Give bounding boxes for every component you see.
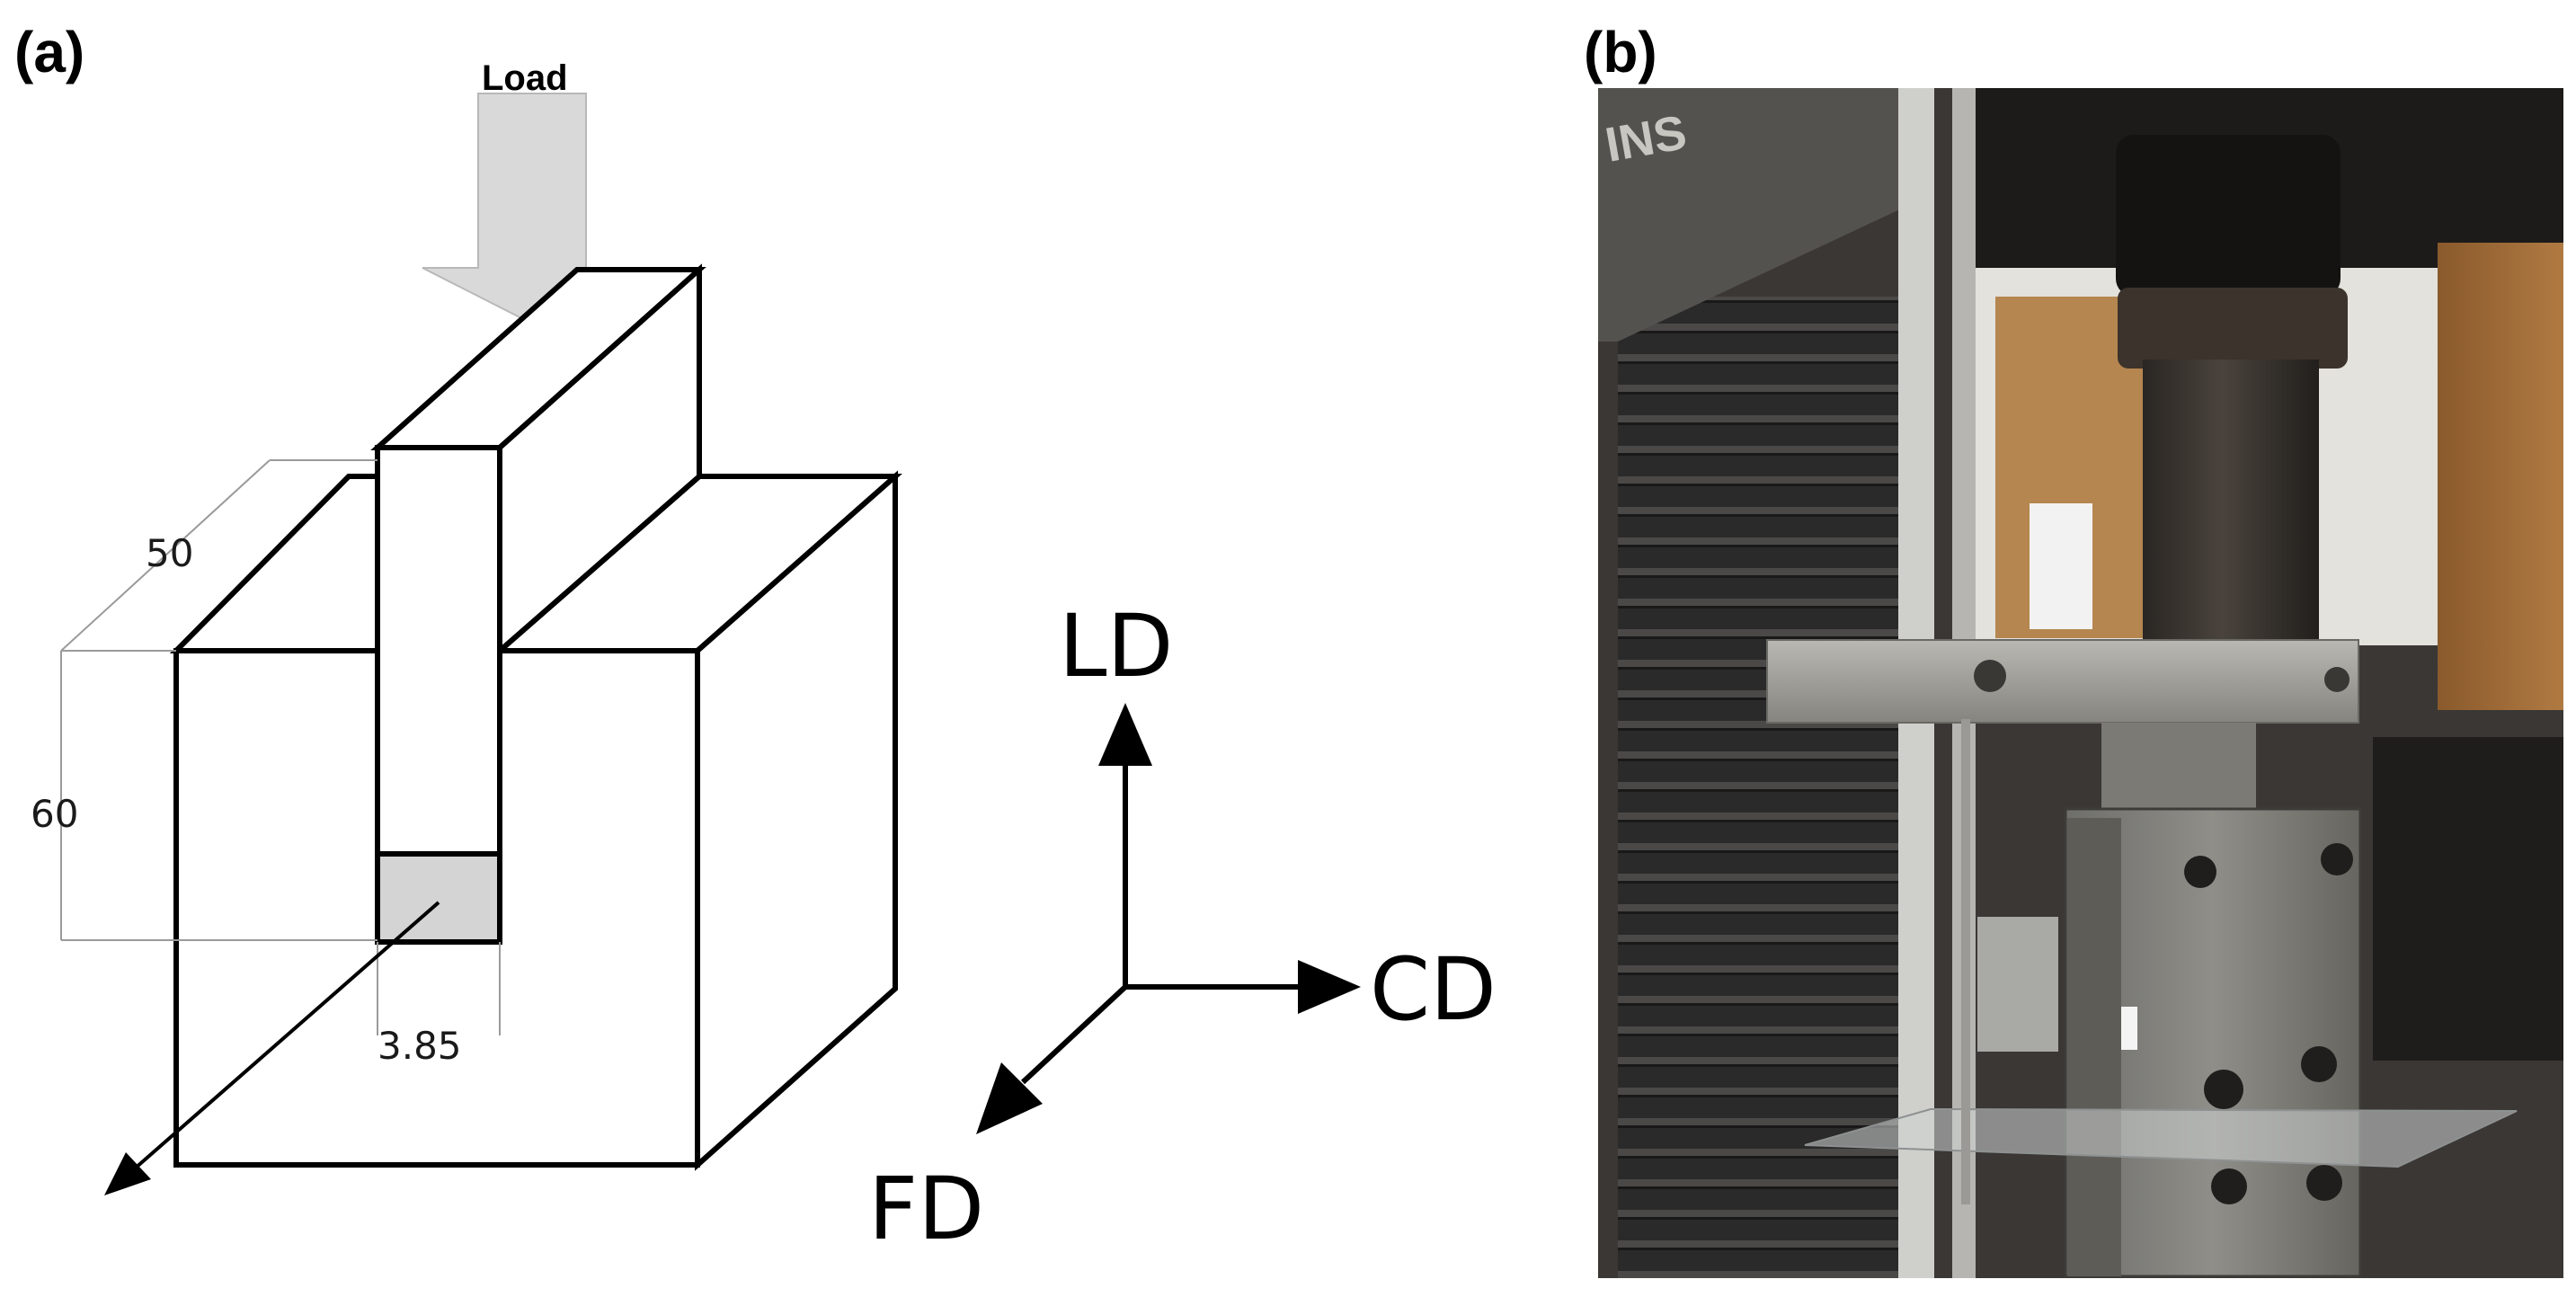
- fixture-top-left: [169, 474, 380, 653]
- coordinate-axes: LD CD FD: [868, 596, 1497, 1259]
- panel-b-label: (b): [1584, 20, 1657, 84]
- upper-platen: [1766, 639, 2359, 724]
- load-column: [2143, 360, 2319, 647]
- fixture-bolt-3: [2204, 1070, 2243, 1109]
- background-paper: [2030, 503, 2092, 629]
- wooden-cabinet: [2438, 243, 2563, 710]
- dimension-lines: 50 60 3.85: [31, 459, 501, 1068]
- platen-bolt-right: [2324, 667, 2349, 692]
- specimen-direction-line: [133, 901, 440, 1170]
- load-cell-housing: [2116, 135, 2341, 297]
- support-glass-plate: [1804, 1107, 2518, 1168]
- axis-fd-head: [976, 1062, 1043, 1134]
- dim-width-label: 3.85: [378, 1024, 462, 1068]
- fixture-bolt-4: [2301, 1046, 2337, 1082]
- load-cell-collar: [2118, 288, 2348, 369]
- side-equipment: [2373, 737, 2563, 1061]
- fixture-bolt-2: [2321, 843, 2353, 875]
- dim-height-label: 60: [31, 792, 78, 836]
- machine-louver-panel: [1618, 297, 1914, 1278]
- fixture-bolt-6: [2306, 1165, 2342, 1201]
- specimen-in-fixture: [2121, 1007, 2137, 1050]
- axis-fd-label: FD: [868, 1159, 984, 1259]
- platen-bolt-left: [1974, 660, 2006, 692]
- specimen-direction-arrow: [104, 901, 440, 1195]
- dim-depth-label: 50: [146, 531, 193, 575]
- fixture-bolt-1: [2184, 856, 2216, 888]
- machine-head-panel: [1598, 88, 1905, 342]
- specimen-section: [375, 851, 502, 945]
- fixture-left-plate: [2067, 818, 2121, 1276]
- axis-fd-line: [1020, 984, 1128, 1085]
- axis-ld-head: [1098, 703, 1152, 766]
- load-label: Load: [482, 58, 568, 98]
- test-machine-photo: INS: [1598, 88, 2563, 1278]
- axis-cd-label: CD: [1370, 939, 1497, 1040]
- specimen-direction-head: [104, 1152, 151, 1195]
- panel-a-label: (a): [14, 20, 84, 84]
- axis-ld-label: LD: [1059, 596, 1173, 697]
- panel-b-photo: (b) INS: [1584, 20, 2563, 1278]
- punch-bar: [370, 263, 706, 945]
- fixture-bolt-5: [2211, 1168, 2247, 1204]
- axis-cd-head: [1298, 960, 1361, 1014]
- heatsink: [1977, 917, 2058, 1052]
- displacement-rod: [1961, 719, 1970, 1204]
- panel-a-diagram: (a) Load: [14, 20, 1497, 1259]
- dim-depth-line: [60, 459, 271, 652]
